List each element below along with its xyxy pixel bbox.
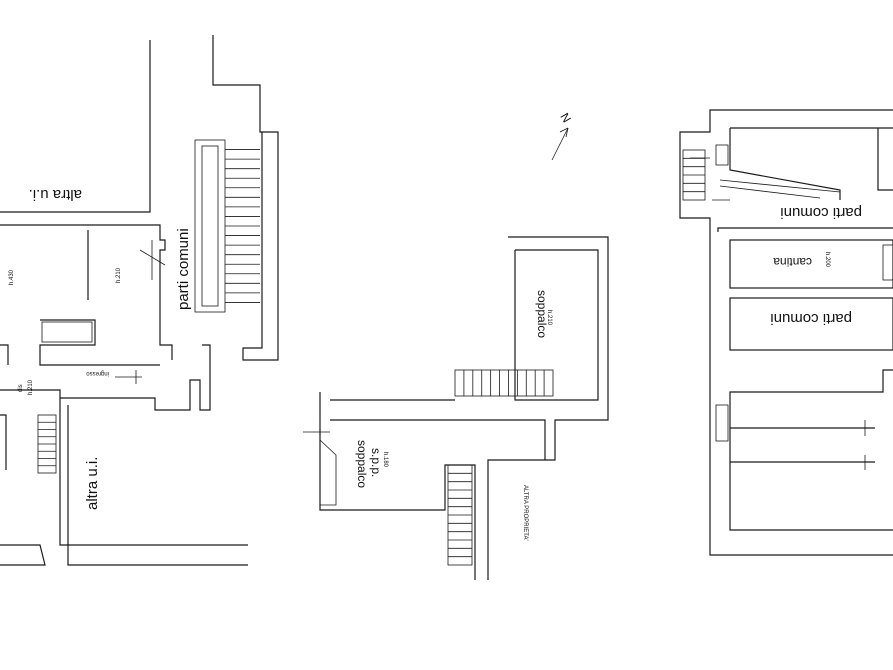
parti-comuni-room (729, 297, 893, 351)
wall (729, 128, 841, 200)
label-dis: dis (18, 384, 24, 392)
wall (729, 369, 893, 531)
label-cantina: cantina (773, 255, 812, 269)
door (715, 404, 729, 442)
label-h430: h.430 (9, 269, 15, 285)
ramp (719, 185, 821, 199)
label-ingresso: ingresso (86, 370, 109, 376)
wall (0, 414, 7, 470)
middle-plan: N soppalco h.210 soppalco s.p.p. h.180 A… (303, 111, 609, 580)
stair-steps (463, 370, 545, 396)
label-altra-ui-top: altra u.i. (29, 186, 82, 203)
label-altra-ui-left: altra u.i. (84, 457, 101, 510)
wall (679, 109, 893, 556)
wall (59, 398, 248, 546)
label-spp: s.p.p. (369, 448, 383, 477)
wall (487, 236, 609, 580)
label-parti-comuni-2: parti comuni (780, 204, 862, 221)
wall (319, 392, 476, 580)
label-h210-a: h.210 (116, 267, 122, 283)
wall (330, 419, 546, 460)
stair-steps (38, 421, 56, 467)
ramp (719, 179, 841, 193)
wall (212, 35, 279, 361)
stair-top (454, 369, 554, 397)
stair-rail (201, 145, 219, 307)
label-soppalco-1: soppalco (535, 290, 549, 338)
wall (0, 544, 46, 566)
wall (39, 319, 160, 366)
kitchen-unit (41, 321, 93, 343)
wall (877, 128, 893, 191)
stair-steps (683, 157, 705, 193)
wall (0, 344, 9, 365)
right-plan: parti comuni cantina h.200 parti comuni (679, 109, 893, 556)
section-mark (139, 249, 166, 266)
stair-steps (448, 472, 472, 558)
label-parti-comuni-3: parti comuni (770, 310, 852, 327)
stair (194, 139, 226, 313)
cantina-room (729, 239, 893, 289)
cutout (319, 439, 337, 506)
wall (0, 224, 173, 360)
wall (717, 227, 893, 232)
label-h180: h.180 (382, 452, 388, 468)
wall (0, 344, 211, 411)
label-parti-comuni-1: parti comuni (175, 228, 192, 310)
north-arrow-icon (551, 127, 569, 161)
door (715, 144, 729, 166)
label-altra-proprieta: ALTRA PROPRIETA' (522, 485, 528, 541)
wall (67, 405, 248, 566)
fixture (882, 244, 893, 281)
left-plan: altra u.i. altra u.i. parti comuni h.210… (0, 35, 279, 566)
label-h210-dis: h.210 (28, 379, 34, 395)
stair-steps (225, 149, 260, 303)
wall (514, 249, 599, 401)
label-h200: h.200 (824, 252, 830, 268)
north-label: N (557, 111, 573, 126)
wall (0, 40, 151, 213)
label-soppalco-2: soppalco (355, 440, 369, 488)
label-h210-b: h.210 (546, 310, 552, 326)
